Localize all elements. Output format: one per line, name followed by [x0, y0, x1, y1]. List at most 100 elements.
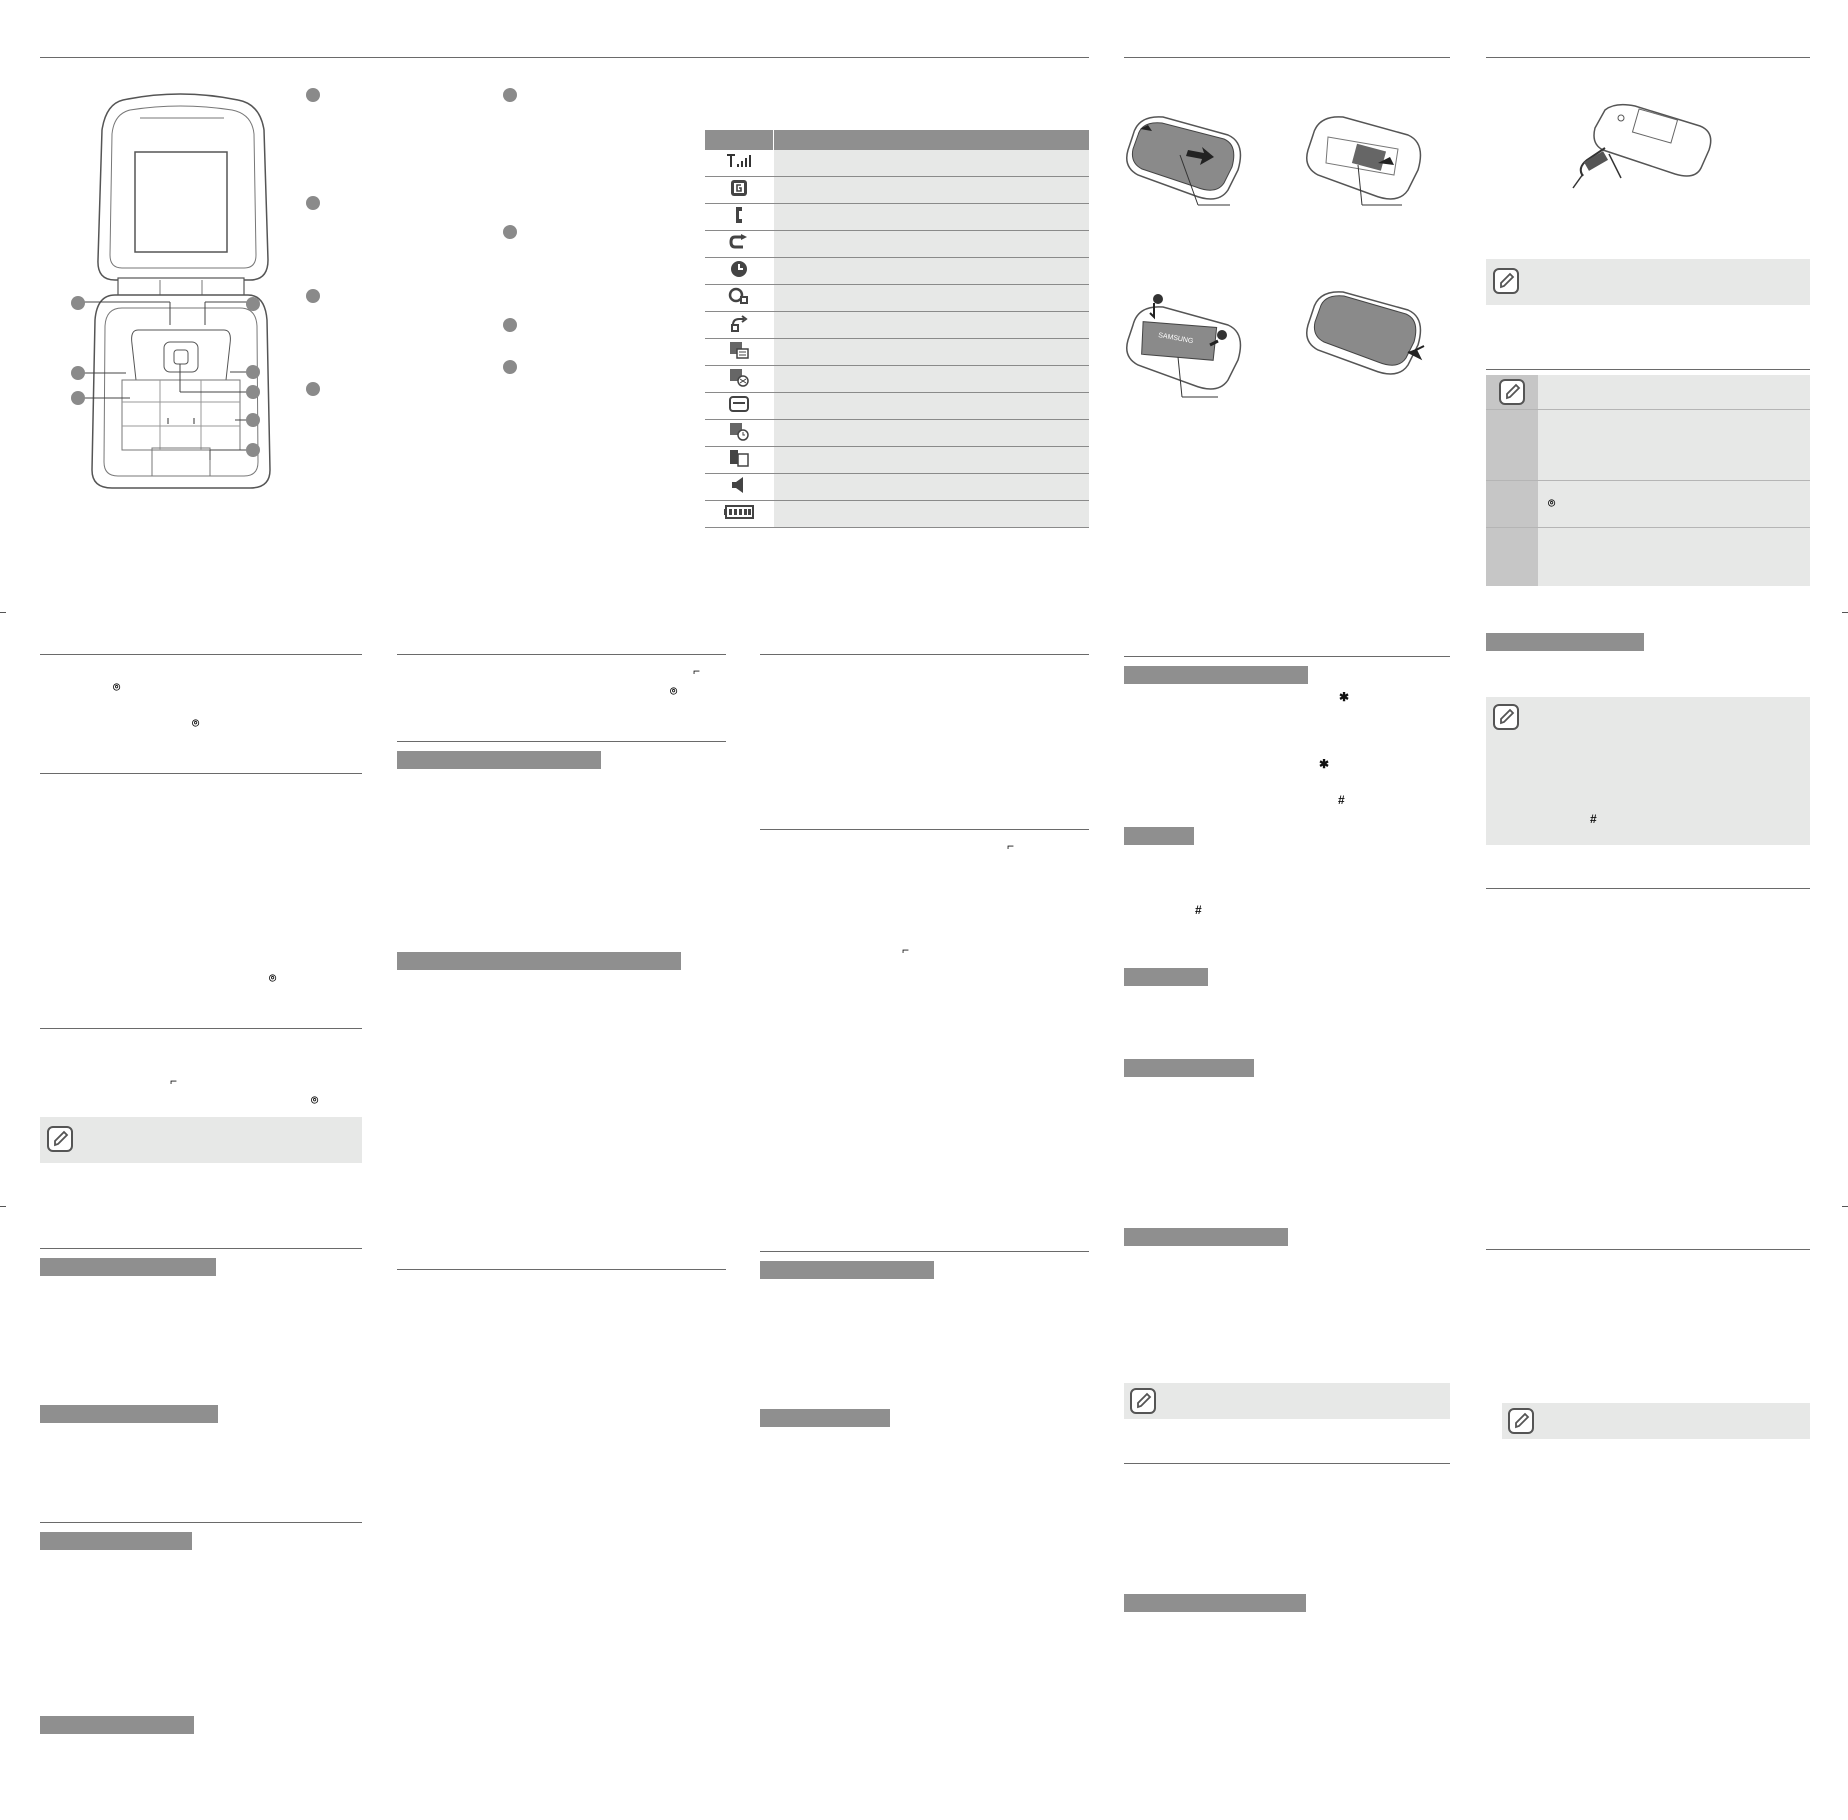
- section-rule: [1486, 888, 1810, 889]
- table-row: [705, 446, 1089, 474]
- callout-right-2: [246, 365, 260, 379]
- callout-right-5: [246, 443, 260, 457]
- crop-mark: [1842, 1206, 1848, 1207]
- new-voicemail-icon: [729, 395, 750, 412]
- top-rule-left: [40, 57, 1089, 58]
- table-row: [705, 338, 1089, 366]
- section-rule: [760, 829, 1089, 830]
- end-key-icon: ⌾: [269, 971, 277, 985]
- new-config-message-icon: [730, 422, 749, 441]
- note-box-text-input: [1124, 1383, 1450, 1419]
- table-row: [705, 203, 1089, 231]
- send-key-icon: ⌐: [693, 664, 701, 678]
- send-key-icon: ⌐: [902, 943, 910, 957]
- crop-mark: [0, 1206, 6, 1207]
- star-key-icon: ✱: [1319, 757, 1330, 771]
- end-key-icon: ⌾: [113, 680, 121, 694]
- table-row: [705, 419, 1089, 447]
- callout-right-4: [246, 413, 260, 427]
- table-row: [705, 392, 1089, 420]
- table-row: [1486, 410, 1810, 481]
- subsection-bar: [1124, 1228, 1288, 1246]
- insert-battery-illustration: SAMSUNG: [1126, 294, 1242, 398]
- table-row: [1486, 528, 1810, 586]
- send-key-icon: ⌐: [170, 1074, 178, 1088]
- subsection-bar: [1124, 827, 1194, 845]
- key-desc-callout-4: [306, 382, 320, 396]
- table-row: [705, 311, 1089, 339]
- note-box-charger: [1486, 259, 1810, 305]
- note-box-final: [1502, 1403, 1810, 1439]
- section-rule: [1486, 1249, 1810, 1250]
- top-rule-mid: [1124, 57, 1450, 58]
- call-in-progress-icon: [736, 206, 743, 223]
- note-icon: [1508, 1408, 1534, 1434]
- signal-strength-icon: [727, 153, 752, 167]
- note-icon: [1493, 704, 1519, 730]
- callout-left-1: [71, 296, 85, 310]
- icon-column-header: [705, 130, 774, 150]
- memory-card-icon: [730, 449, 749, 467]
- subsection-bar: [397, 751, 601, 769]
- table-row: [705, 230, 1089, 258]
- key-desc-callout-1: [306, 88, 320, 102]
- new-email-icon: [730, 368, 749, 387]
- table-row: [705, 176, 1089, 204]
- star-key-icon: ✱: [1339, 690, 1350, 704]
- table-row: [705, 150, 1089, 177]
- note-icon: [1130, 1388, 1156, 1414]
- description-column-header: [773, 130, 1089, 150]
- refresh-icon: [731, 314, 748, 332]
- key-desc-callout-6: [503, 225, 517, 239]
- note-icon: [1499, 379, 1525, 405]
- key-desc-callout-3: [306, 289, 320, 303]
- hash-key-icon: #: [1195, 903, 1202, 917]
- section-rule: [397, 654, 726, 655]
- key-function-table: ⌾: [1486, 375, 1810, 586]
- call-diverting-icon: [729, 233, 748, 248]
- key-desc-callout-2: [306, 196, 320, 210]
- section-rule: [397, 741, 726, 742]
- section-rule: [40, 773, 362, 774]
- table-row: [705, 500, 1089, 528]
- note-box-call: [40, 1117, 362, 1163]
- subsection-bar: [760, 1261, 934, 1279]
- key-desc-callout-8: [503, 360, 517, 374]
- section-rule: [1124, 1463, 1450, 1464]
- top-rule-right: [1486, 57, 1810, 58]
- callout-right-3: [246, 385, 260, 399]
- roaming-icon: [729, 287, 749, 304]
- rule-before-table: [1486, 369, 1810, 370]
- section-rule: [40, 1248, 362, 1249]
- subsection-bar: [1486, 633, 1644, 651]
- new-message-icon: [730, 341, 749, 359]
- send-key-icon: ⌐: [1007, 839, 1015, 853]
- alarm-icon: [731, 260, 748, 277]
- section-rule: [40, 1028, 362, 1029]
- callout-left-2: [71, 366, 85, 380]
- section-rule: [760, 1251, 1089, 1252]
- key-desc-callout-5: [503, 88, 517, 102]
- battery-level-icon: [724, 504, 755, 519]
- subsection-bar: [1124, 1059, 1254, 1077]
- table-row: ⌾: [1486, 481, 1810, 528]
- replace-back-cover-illustration: [1306, 291, 1425, 375]
- section-rule: [40, 1522, 362, 1523]
- note-icon: [1493, 268, 1519, 294]
- hash-key-icon: #: [1590, 812, 1597, 826]
- subsection-bar: [1124, 1594, 1306, 1612]
- callout-right-1: [246, 297, 260, 311]
- remove-back-cover-illustration: [1126, 116, 1242, 206]
- subsection-bar: [40, 1532, 192, 1550]
- end-key-icon: ⌾: [192, 716, 200, 730]
- table-row: [705, 284, 1089, 312]
- callout-left-3: [71, 391, 85, 405]
- crop-mark: [0, 612, 6, 613]
- phone-layout-illustration: [78, 93, 271, 489]
- key-desc-callout-7: [503, 318, 517, 332]
- charger-connection-illustration: [1572, 103, 1712, 189]
- volume-icon: [732, 476, 744, 493]
- insert-sim-illustration: [1306, 116, 1422, 206]
- end-key-icon: ⌾: [311, 1093, 319, 1107]
- subsection-bar: [40, 1405, 218, 1423]
